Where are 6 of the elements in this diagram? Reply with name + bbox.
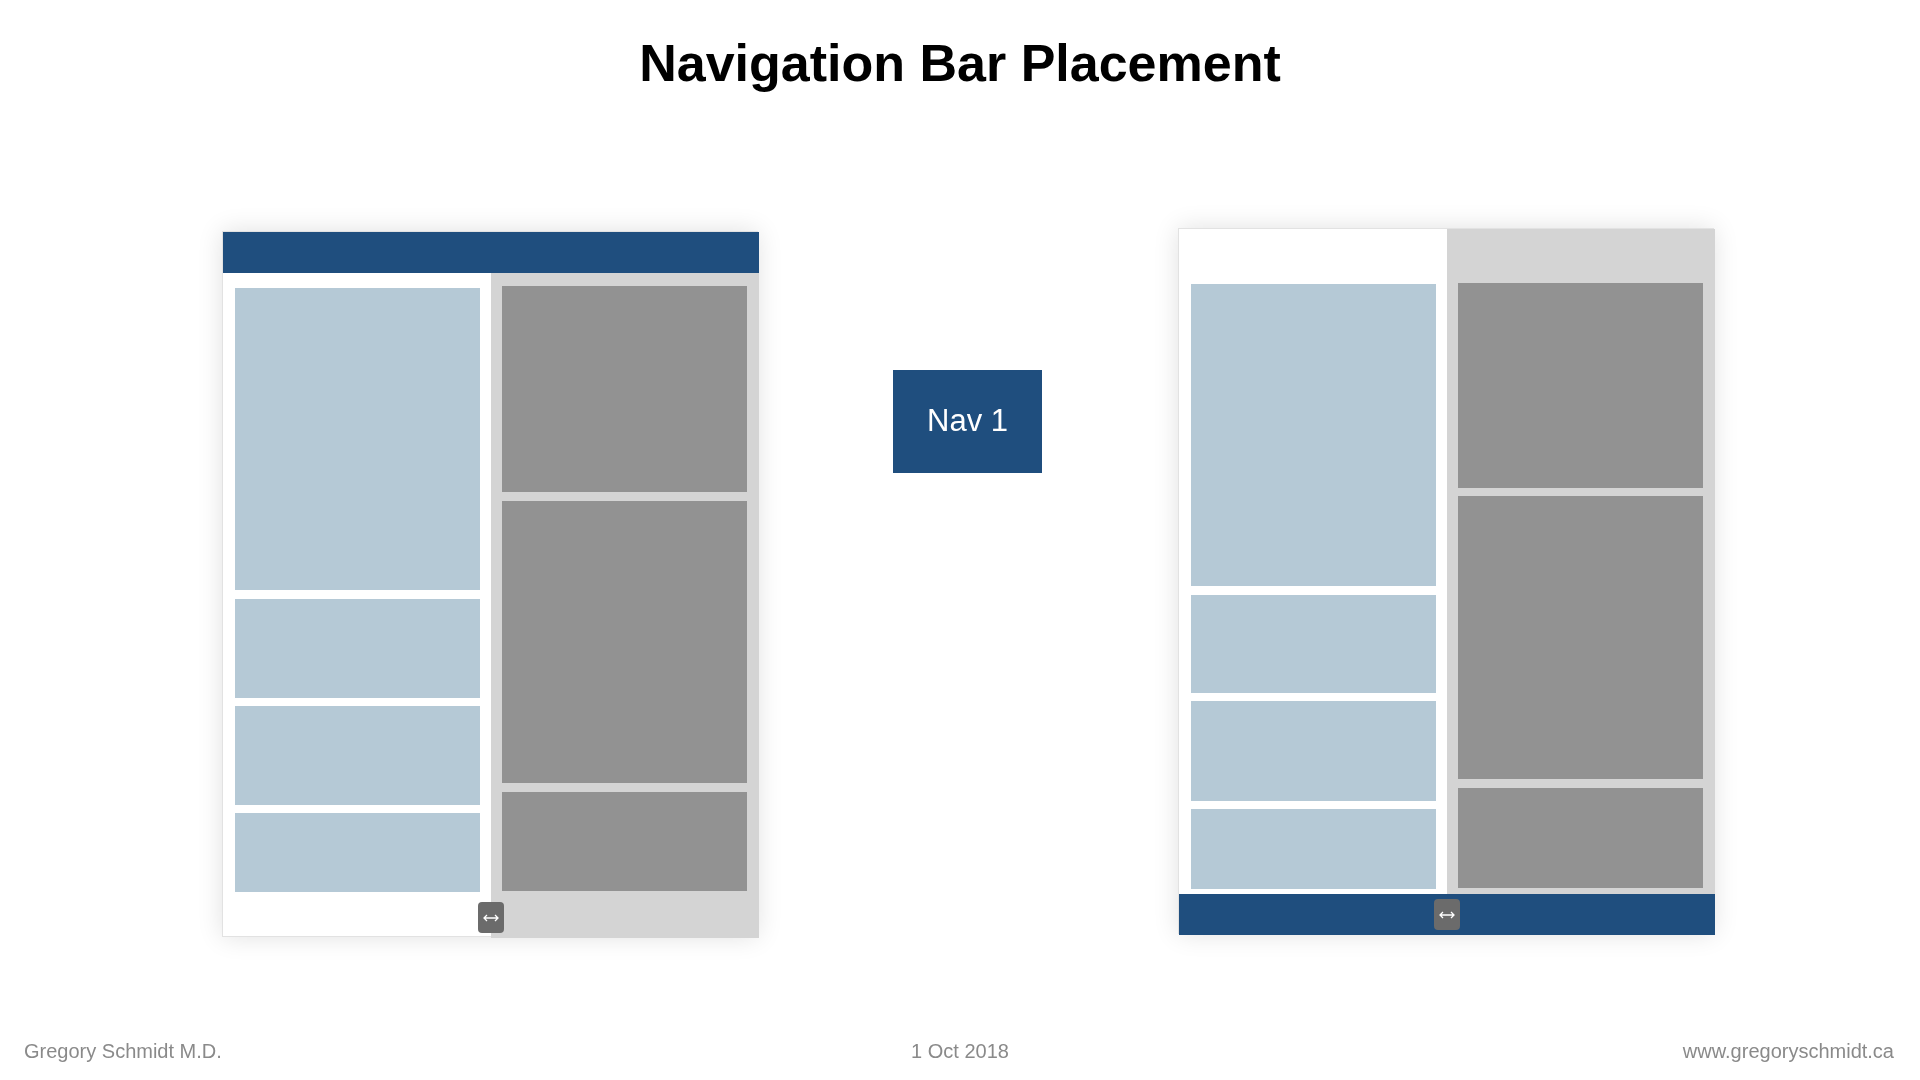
nav-box	[893, 370, 1042, 473]
footer-text: www.gregoryschmidt.ca	[1682, 1040, 1894, 1062]
footer-text: Gregory Schmidt M.D.	[24, 1040, 222, 1062]
title: Navigation Bar Placement	[638, 33, 1282, 94]
nav-label: Nav 1	[927, 402, 1008, 441]
footer-text: 1 Oct 2018	[911, 1040, 1009, 1062]
